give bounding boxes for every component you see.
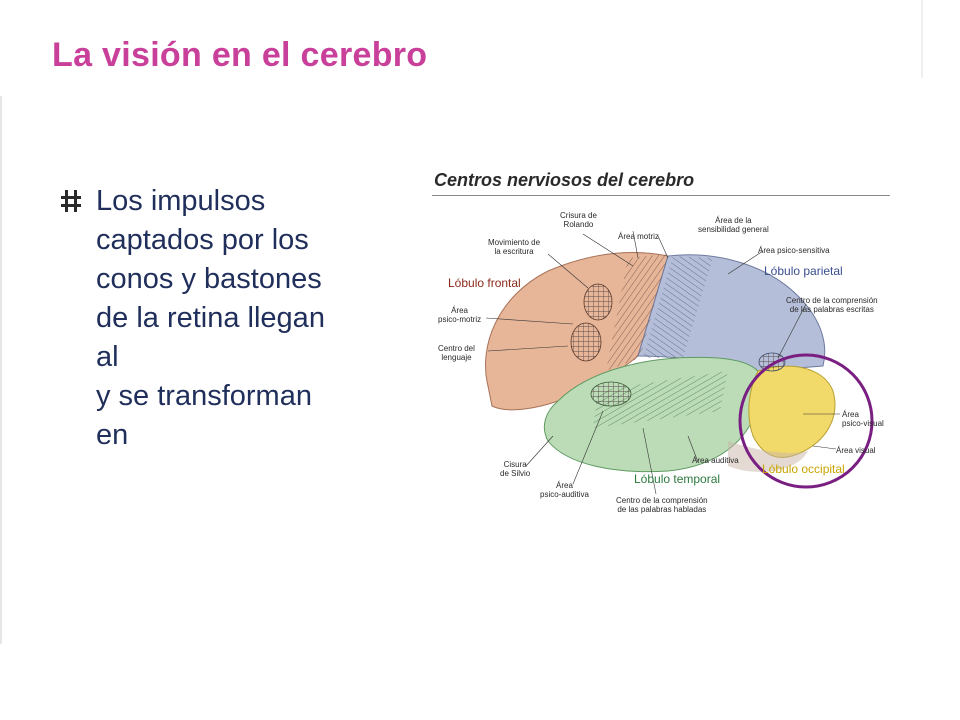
bullet-line: en <box>96 419 129 451</box>
diagram-title: Centros nerviosos del cerebro <box>434 170 695 190</box>
cerebellum <box>728 441 808 472</box>
occipital-highlight-circle <box>738 353 874 489</box>
bullet-text: Los impulsos captados por los conos y ba… <box>96 182 416 455</box>
bullet-icon <box>61 190 81 212</box>
leader-lines <box>485 230 840 495</box>
label-area-motriz: Área motriz <box>618 232 659 241</box>
label-lobulo-parietal: Lóbulo parietal <box>764 264 843 278</box>
brain-illustration <box>485 230 874 495</box>
bullet-line: y se transforman <box>96 380 312 412</box>
bullet-line: conos y bastones <box>96 263 322 295</box>
motor-area <box>606 254 668 371</box>
label-lobulo-temporal: Lóbulo temporal <box>634 472 721 486</box>
slide-title: La visión en el cerebro <box>52 36 428 74</box>
language-area <box>570 322 602 362</box>
label-area-auditiva: Área auditiva <box>692 456 739 465</box>
label-psico-sensitiva: Área psico-sensitiva <box>758 246 830 255</box>
diagram-title-rule <box>432 195 890 196</box>
label-lobulo-frontal: Lóbulo frontal <box>448 276 521 290</box>
bullet-line: de la retina llegan <box>96 302 325 334</box>
occipital-lobe <box>748 365 836 458</box>
bullet-line: captados por los <box>96 224 309 256</box>
label-area-visual: Área visual <box>836 446 876 455</box>
right-border <box>921 0 923 78</box>
bullet-line: al <box>96 341 119 373</box>
reading-area <box>758 352 786 372</box>
label-lobulo-occipital: Lóbulo occipital <box>762 462 845 476</box>
auditory-area <box>593 371 728 428</box>
writing-area <box>583 283 613 321</box>
bullet-line: Los impulsos <box>96 185 266 217</box>
psycho-auditory-area <box>590 381 632 407</box>
brain-diagram: Centros nerviosos del cerebro <box>428 166 908 526</box>
sensory-area <box>643 256 713 358</box>
left-border <box>0 96 2 644</box>
